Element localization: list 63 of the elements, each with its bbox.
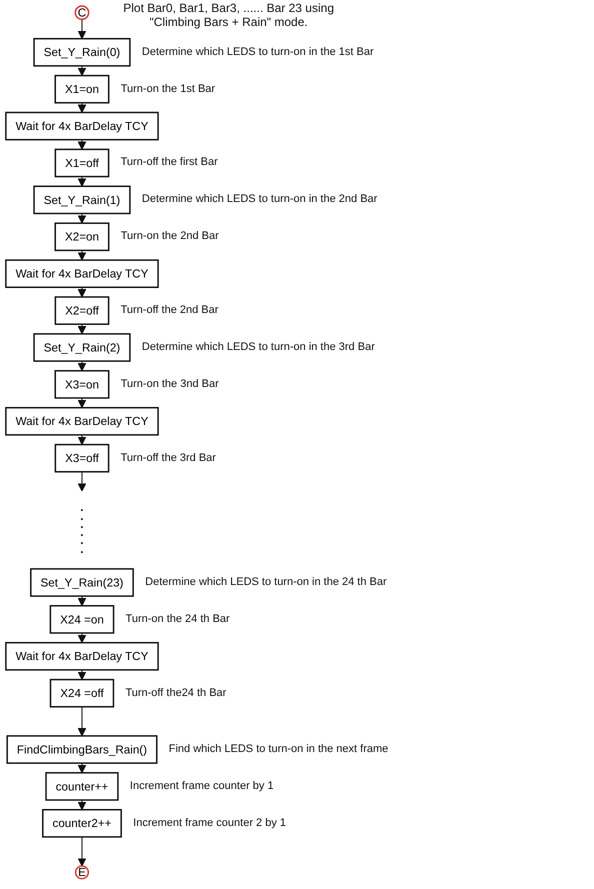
- process-box: X3=off: [54, 444, 110, 473]
- arrow: [78, 800, 86, 810]
- step-note: Determine which LEDS to turn-on in the 3rd Bar: [142, 340, 375, 354]
- ellipsis-dot: .: [80, 520, 84, 528]
- arrow: [78, 632, 86, 644]
- ellipsis-dot: .: [80, 503, 84, 512]
- process-box: X3=on: [54, 370, 110, 399]
- process-box: counter++: [45, 772, 119, 801]
- process-box: counter2++: [42, 809, 122, 838]
- arrow: [78, 706, 86, 736]
- arrow: [78, 250, 86, 260]
- step-note: Determine which LEDS to turn-on in the 2nd Bar: [142, 193, 378, 206]
- step-note: Turn-off the 2nd Bar: [120, 304, 218, 318]
- arrow: [78, 139, 86, 150]
- arrow: [78, 286, 86, 298]
- arrow: [78, 324, 86, 334]
- arrow: [78, 213, 86, 224]
- ellipsis-dot: .: [80, 512, 84, 520]
- ellipsis-dot: .: [80, 528, 84, 536]
- process-box: Wait for 4x BarDelay TCY: [5, 259, 159, 288]
- arrow: [78, 434, 86, 445]
- arrow: [78, 398, 86, 408]
- step-note: Determine which LEDS to turn-on in the 24 th Bar: [145, 576, 387, 589]
- connector-circle: C: [74, 5, 90, 20]
- step-note: Turn-off the first Bar: [120, 156, 218, 170]
- process-box: Wait for 4x BarDelay TCY: [5, 112, 159, 140]
- step-note: Turn-off the24 th Bar: [125, 686, 226, 700]
- step-note: Turn-off the 3rd Bar: [120, 452, 216, 465]
- process-box: X24 =off: [50, 678, 114, 708]
- process-box: Set_Y_Rain(0): [33, 38, 131, 67]
- process-box: Set_Y_Rain(2): [33, 333, 131, 362]
- arrow: [78, 176, 86, 187]
- process-box: X1=off: [54, 148, 110, 178]
- process-box: X2=off: [54, 296, 110, 325]
- process-box: FindClimbingBars_Rain(): [6, 735, 158, 764]
- process-box: X24 =on: [50, 605, 114, 634]
- step-note: Turn-on the 24 th Bar: [126, 612, 230, 626]
- step-note: Determine which LEDS to turn-on in the 1st Bar: [142, 46, 374, 59]
- step-note: Turn-on the 3nd Bar: [120, 378, 219, 391]
- process-box: X1=on: [54, 74, 110, 104]
- arrow: [78, 669, 86, 680]
- connector-circle: E: [74, 865, 90, 880]
- arrow: [78, 102, 86, 113]
- arrow: [78, 18, 86, 40]
- step-note: Turn-on the 1st Bar: [120, 82, 216, 96]
- ellipsis-dot: .: [80, 536, 84, 544]
- diagram-title: Plot Bar0, Bar1, Bar3, ...... Bar 23 using "Climbing Bars + Rain" mode.: [122, 0, 335, 29]
- process-box: Set_Y_Rain(1): [33, 186, 131, 214]
- arrow: [78, 762, 86, 774]
- arrow: [78, 65, 86, 76]
- process-box: Wait for 4x BarDelay TCY: [5, 406, 159, 436]
- process-box: X2=on: [54, 222, 110, 252]
- step-note: Turn-on the 2nd Bar: [120, 230, 219, 244]
- arrow: [78, 596, 86, 606]
- step-note: Increment frame counter by 1: [130, 780, 274, 793]
- step-note: Increment frame counter 2 by 1: [133, 816, 286, 830]
- arrow: [78, 360, 86, 372]
- process-box: Set_Y_Rain(23): [30, 568, 134, 597]
- arrow: [78, 836, 86, 866]
- process-box: Wait for 4x BarDelay TCY: [5, 642, 159, 671]
- ellipsis-dot: .: [80, 544, 84, 553]
- step-note: Find which LEDS to turn-on in the next frame: [168, 743, 388, 756]
- arrow: [78, 471, 86, 492]
